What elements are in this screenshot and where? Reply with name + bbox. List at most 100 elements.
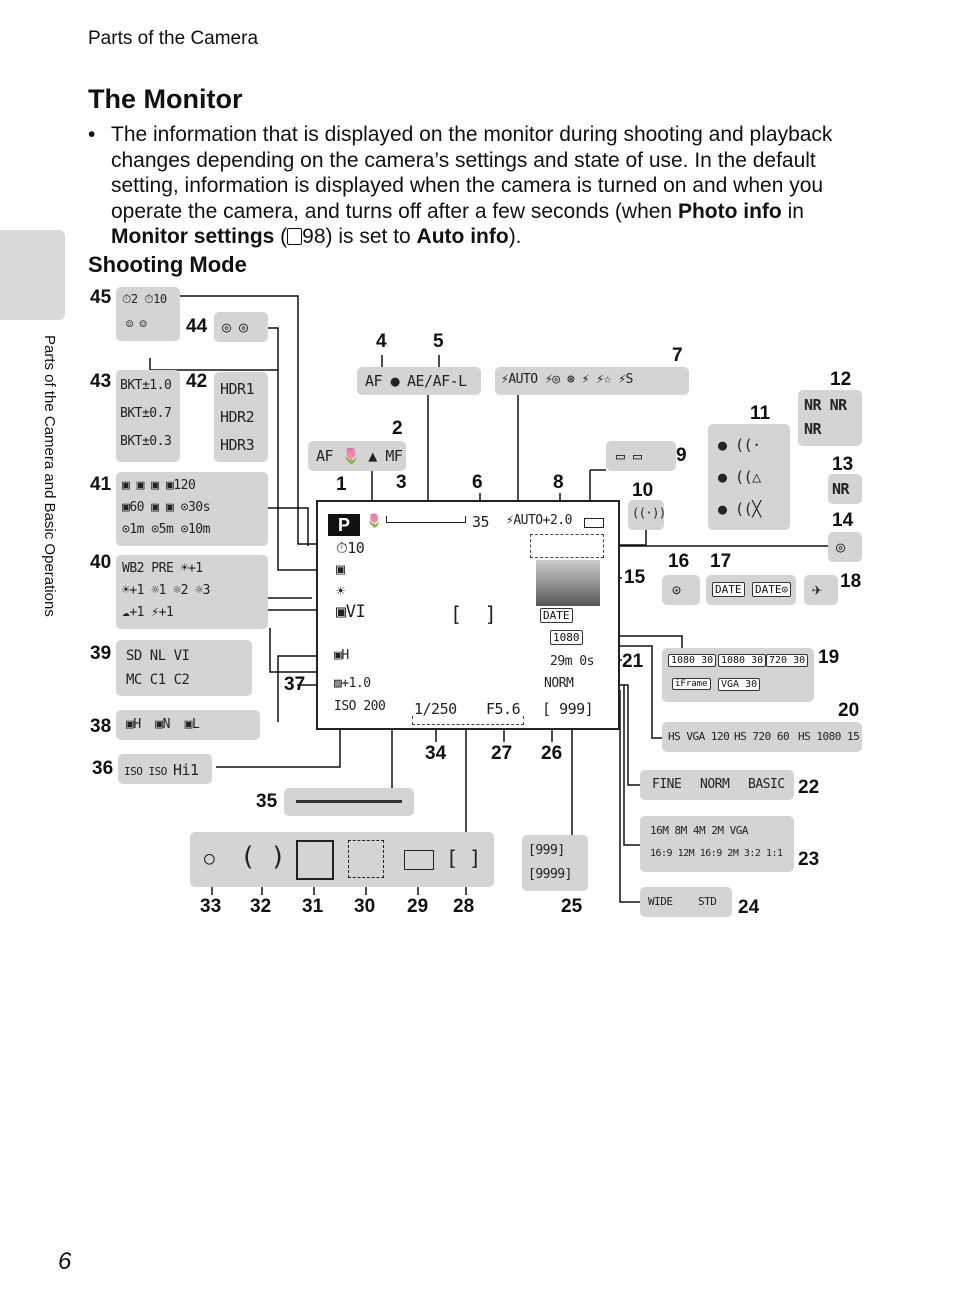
callout-43: 43 — [90, 371, 112, 392]
callout-8: 8 — [553, 472, 564, 493]
exposures-remaining: [ 999] — [542, 700, 594, 718]
callout-28: 28 — [453, 896, 475, 917]
iso-value: ISO 200 — [334, 699, 386, 714]
af-ae-group: AF ● AE/AF-L — [357, 367, 481, 395]
callout-20: 20 — [838, 700, 860, 721]
section-title: The Monitor — [88, 84, 243, 114]
book-icon — [287, 228, 303, 245]
callout-36: 36 — [92, 758, 114, 779]
callout-40: 40 — [90, 552, 112, 573]
remaining-count: 35 — [472, 513, 490, 531]
callout-7: 7 — [672, 345, 683, 366]
travel-group: ✈ — [804, 575, 838, 605]
callout-19: 19 — [818, 647, 840, 668]
wifi-group: ● ((· ● ((△ ● ((╳ — [708, 424, 790, 530]
callout-9: 9 — [676, 445, 687, 466]
hs-movie-group: HS VGA 120 HS 720 60 HS 1080 15 — [662, 722, 862, 752]
image-quality-group: FINE NORM BASIC — [640, 770, 794, 800]
flash-mode-group: ⚡AUTO ⚡◎ ⊛ ⚡ ⚡☆ ⚡S — [495, 367, 689, 395]
eye-fi-group: ◎ — [828, 532, 862, 562]
macro-icon: 🌷 — [366, 514, 382, 529]
callout-26: 26 — [541, 743, 563, 764]
section-tab — [0, 230, 65, 320]
exposure-bar-group — [284, 788, 414, 816]
callout-27: 27 — [491, 743, 513, 764]
picture-control-group: SD NL VI MC C1 C2 — [116, 640, 252, 696]
noise-reduction-group: NR NR NR — [798, 390, 862, 446]
callout-31: 31 — [302, 896, 324, 917]
shutter-speed: 1/250 — [414, 700, 457, 718]
callout-34: 34 — [425, 743, 447, 764]
monitor-screen: P 🌷 35 ⚡AUTO+2.0 ⏱10 ▣ ☀ ▣VI [ ] DATE 10… — [316, 500, 620, 730]
callout-30: 30 — [354, 896, 376, 917]
af-area-brackets: [ ] — [450, 602, 497, 626]
iso-group: ISO ISO Hi1 — [118, 754, 212, 784]
exposure-comp-icon: ▨+1.0 — [334, 676, 371, 691]
callout-22: 22 — [798, 777, 820, 798]
subheading: Shooting Mode — [88, 252, 247, 277]
flash-compensation: ⚡AUTO+2.0 — [506, 513, 572, 528]
callout-12: 12 — [830, 369, 852, 390]
bullet-text: The information that is displayed on the… — [111, 123, 833, 248]
callout-16: 16 — [668, 551, 690, 572]
callout-4: 4 — [376, 331, 387, 352]
date-imprint-icon: DATE — [540, 608, 573, 623]
callout-35: 35 — [256, 791, 278, 812]
vibration-group: ((·)) — [628, 500, 666, 530]
bullet-dot: • — [88, 123, 96, 146]
white-balance-group: WB2 PRE ☀+1 ☀+1 ☼1 ☼2 ☼3 ☁+1 ⚡+1 — [116, 555, 268, 629]
focus-mode-group: AF 🌷 ▲ MF — [308, 441, 406, 471]
histogram — [536, 560, 600, 606]
face-frame — [296, 840, 334, 880]
callout-29: 29 — [407, 896, 429, 917]
zoom-indicator — [386, 516, 466, 523]
bracketing-group: BKT±1.0 BKT±0.7 BKT±0.3 — [116, 370, 180, 462]
callout-11: 11 — [750, 403, 771, 424]
hdr-group: HDR1 HDR2 HDR3 — [214, 372, 268, 462]
image-size-group: 16M 8M 4M 2M VGA 16:9 12M 16:9 2M 3:2 1:… — [640, 816, 794, 872]
callout-14: 14 — [832, 510, 854, 531]
target-frame — [348, 840, 384, 878]
callout-1: 1 — [336, 474, 347, 495]
callout-24: 24 — [738, 897, 760, 918]
movie-options-icon: 1080 — [550, 630, 583, 645]
wifi-status-box — [530, 534, 604, 558]
battery-group: ▭ ▭ — [606, 441, 676, 471]
callout-2: 2 — [392, 418, 403, 439]
continuous-group: ▣ ▣ ▣ ▣120 ▣60 ▣ ▣ ⊙30s ⊙1m ⊙5m ⊙10m — [116, 472, 268, 546]
nr-single-group: NR — [828, 474, 862, 504]
callout-37: 37 — [284, 674, 306, 695]
aperture-value: F5.6 — [486, 700, 521, 718]
callout-6: 6 — [472, 472, 483, 493]
white-balance-icon: ☀ — [336, 582, 345, 600]
panorama-group: WIDE STD — [640, 887, 732, 917]
callout-5: 5 — [433, 331, 444, 352]
image-quality: NORM — [544, 676, 574, 691]
callout-45: 45 — [90, 287, 112, 308]
callout-17: 17 — [710, 551, 732, 572]
movie-length: 29m 0s — [550, 654, 594, 669]
callout-33: 33 — [200, 896, 222, 917]
time-zone-group: ⊙ — [662, 575, 700, 605]
callout-38: 38 — [90, 716, 112, 737]
shooting-mode-badge: P — [328, 514, 360, 536]
movie-options-group: 1080 30 1080 30 720 30 iFrame VGA 30 — [662, 648, 814, 702]
callout-3: 3 — [396, 472, 407, 493]
callout-41: 41 — [90, 474, 112, 495]
af-area-group: ○ ( ) [ ] — [190, 832, 494, 887]
self-timer-group: ⏱2 ⏱10 ☺ ☺ — [116, 287, 180, 341]
active-d-lighting-icon: ▣H — [334, 648, 349, 663]
exposure-scale — [296, 800, 402, 803]
callout-32: 32 — [250, 896, 272, 917]
callout-18: 18 — [840, 571, 862, 592]
callout-39: 39 — [90, 643, 112, 664]
callout-25: 25 — [561, 896, 583, 917]
running-header: Parts of the Camera — [88, 28, 259, 49]
continuous-icon: ▣ — [336, 560, 345, 578]
picture-control-icon: ▣VI — [336, 602, 366, 622]
d-lighting-group: ▣H ▣N ▣L — [116, 710, 260, 740]
smile-timer-group: ◎ ◎ — [214, 312, 268, 342]
wide-frame — [404, 850, 434, 870]
callout-21: 21 — [622, 651, 644, 672]
self-timer-status: ⏱10 — [336, 539, 365, 557]
